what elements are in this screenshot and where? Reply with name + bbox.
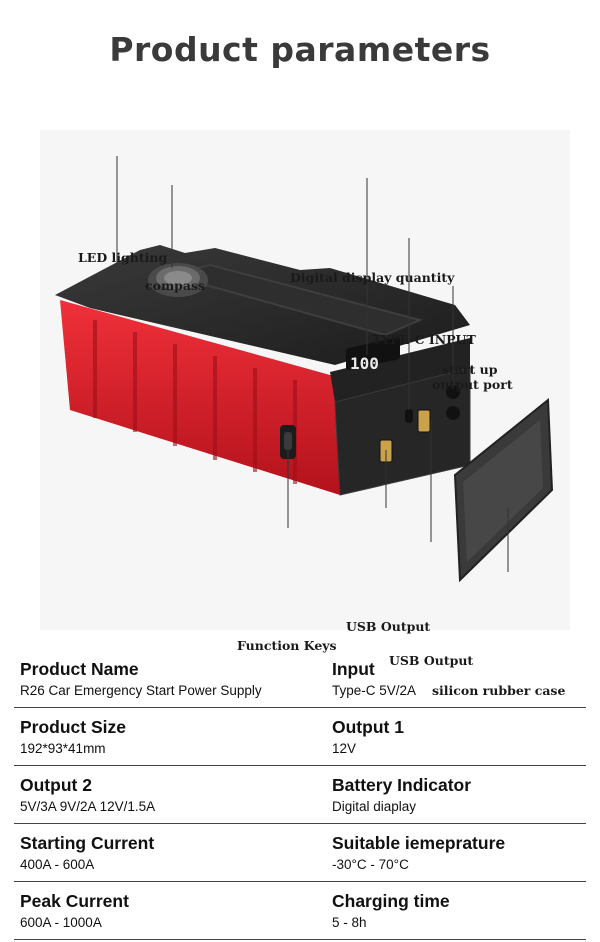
row-divider bbox=[14, 880, 586, 882]
row-divider bbox=[14, 706, 586, 708]
spec-row: Product Size 192*93*41mm Output 1 12V bbox=[14, 708, 586, 766]
digital-display bbox=[346, 337, 400, 370]
callout-compass: compass bbox=[145, 278, 206, 293]
callout-usb-output-2: USB Output bbox=[389, 653, 474, 668]
spec-value: Digital diaplay bbox=[332, 799, 417, 814]
jump-starter-diagram: 100 bbox=[40, 130, 570, 630]
callout-led-lighting: LED lighting bbox=[78, 250, 168, 265]
spec-value: R26 Car Emergency Start Power Supply bbox=[20, 683, 262, 698]
usb-port-2 bbox=[417, 409, 431, 433]
spec-value: 192*93*41mm bbox=[20, 741, 106, 756]
startup-port-lower bbox=[446, 406, 460, 420]
spec-label: Output 2 bbox=[20, 775, 92, 795]
spec-value: -30°C - 70°C bbox=[332, 857, 409, 872]
spec-row: Peak Current 600A - 1000A Charging time 5 … bbox=[14, 882, 586, 940]
spec-label: Battery Indicator bbox=[332, 775, 472, 795]
callout-typec-input: TYPE-C INPUT bbox=[372, 332, 476, 347]
startup-port-upper bbox=[446, 385, 460, 399]
spec-value: 12V bbox=[332, 741, 357, 756]
spec-value: Type-C 5V/2A bbox=[332, 683, 417, 698]
row-divider bbox=[14, 822, 586, 824]
spec-label: Charging time bbox=[332, 891, 450, 911]
callout-usb-output-1: USB Output bbox=[346, 619, 431, 634]
spec-label: Suitable iemeprature bbox=[332, 833, 506, 853]
callout-rubber-case: silicon rubber case bbox=[432, 683, 566, 698]
spec-label: Peak Current bbox=[20, 891, 129, 911]
row-divider bbox=[14, 764, 586, 766]
spec-value: 5 - 8h bbox=[332, 915, 367, 930]
page-title: Product parameters bbox=[109, 30, 491, 69]
callout-digital-display: Digital display quantity bbox=[290, 270, 455, 285]
row-divider bbox=[14, 938, 586, 940]
spec-row: Starting Current 400A - 600A Suitable iem… bbox=[14, 824, 586, 882]
typec-port bbox=[405, 409, 413, 423]
spec-label: Output 1 bbox=[332, 717, 404, 737]
spec-label: Input bbox=[332, 659, 375, 679]
spec-label: Product Size bbox=[20, 717, 126, 737]
callout-startup-1: start up bbox=[442, 362, 498, 377]
spec-label: Starting Current bbox=[20, 833, 155, 853]
display-readout: 100 bbox=[350, 354, 379, 373]
spec-value: 5V/3A 9V/2A 12V/1.5A bbox=[20, 799, 156, 814]
callout-startup-2: output port bbox=[432, 377, 513, 392]
product-illustration: 100 LED lighting compass Digital display… bbox=[0, 110, 600, 698]
spec-label: Product Name bbox=[20, 659, 139, 679]
spec-row: Output 2 5V/3A 9V/2A 12V/1.5A Battery Ind… bbox=[14, 766, 586, 824]
callout-function-keys: Function Keys bbox=[237, 638, 337, 653]
spec-value: 600A - 1000A bbox=[20, 915, 102, 930]
spec-value: 400A - 600A bbox=[20, 857, 95, 872]
